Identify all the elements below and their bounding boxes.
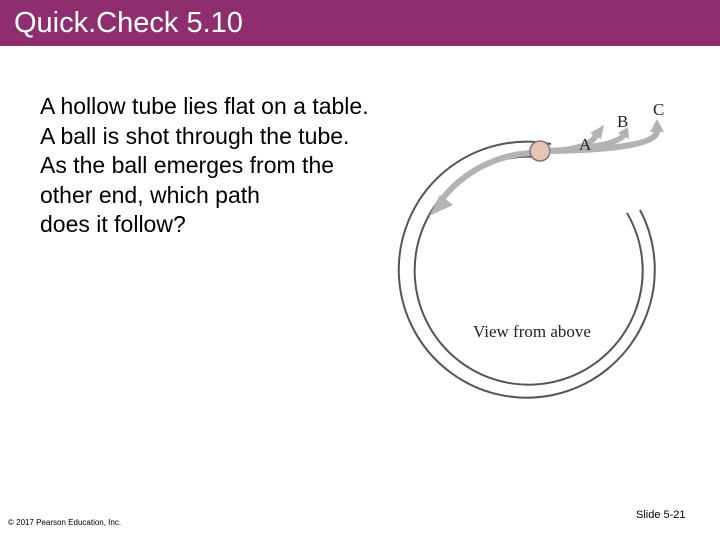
question-line: A ball is shot through the tube. bbox=[40, 122, 350, 149]
question-line: As the ball emerges from the bbox=[40, 152, 335, 178]
path-b-arrow-head bbox=[618, 127, 629, 139]
figure-caption: View from above bbox=[473, 322, 591, 341]
tube-outer-wall bbox=[397, 140, 656, 399]
label-c: C bbox=[653, 100, 664, 119]
slide-number: Slide 5-21 bbox=[636, 509, 686, 521]
tube-diagram: A B C View from above bbox=[397, 100, 664, 399]
question-line: does it follow? bbox=[40, 211, 186, 237]
question-text: A hollow tube lies flat on a table. A ba… bbox=[40, 92, 440, 240]
path-c-arrow bbox=[550, 130, 660, 154]
copyright-notice: © 2017 Pearson Education, Inc. bbox=[8, 518, 122, 527]
tube-figure: A B C View from above bbox=[395, 95, 685, 425]
slide-title: Quick.Check 5.10 bbox=[14, 7, 243, 39]
label-a: A bbox=[579, 135, 592, 154]
path-a-arrow-head bbox=[590, 125, 604, 139]
path-c-arrow-head bbox=[650, 119, 664, 132]
question-line: A hollow tube lies flat on a table. bbox=[40, 93, 369, 119]
motion-arrow bbox=[440, 150, 532, 200]
ball bbox=[529, 140, 551, 162]
question-line: other end, which path bbox=[40, 181, 260, 208]
title-bar: Quick.Check 5.10 bbox=[0, 0, 720, 46]
motion-arrow-head bbox=[429, 195, 453, 216]
label-b: B bbox=[617, 112, 628, 131]
